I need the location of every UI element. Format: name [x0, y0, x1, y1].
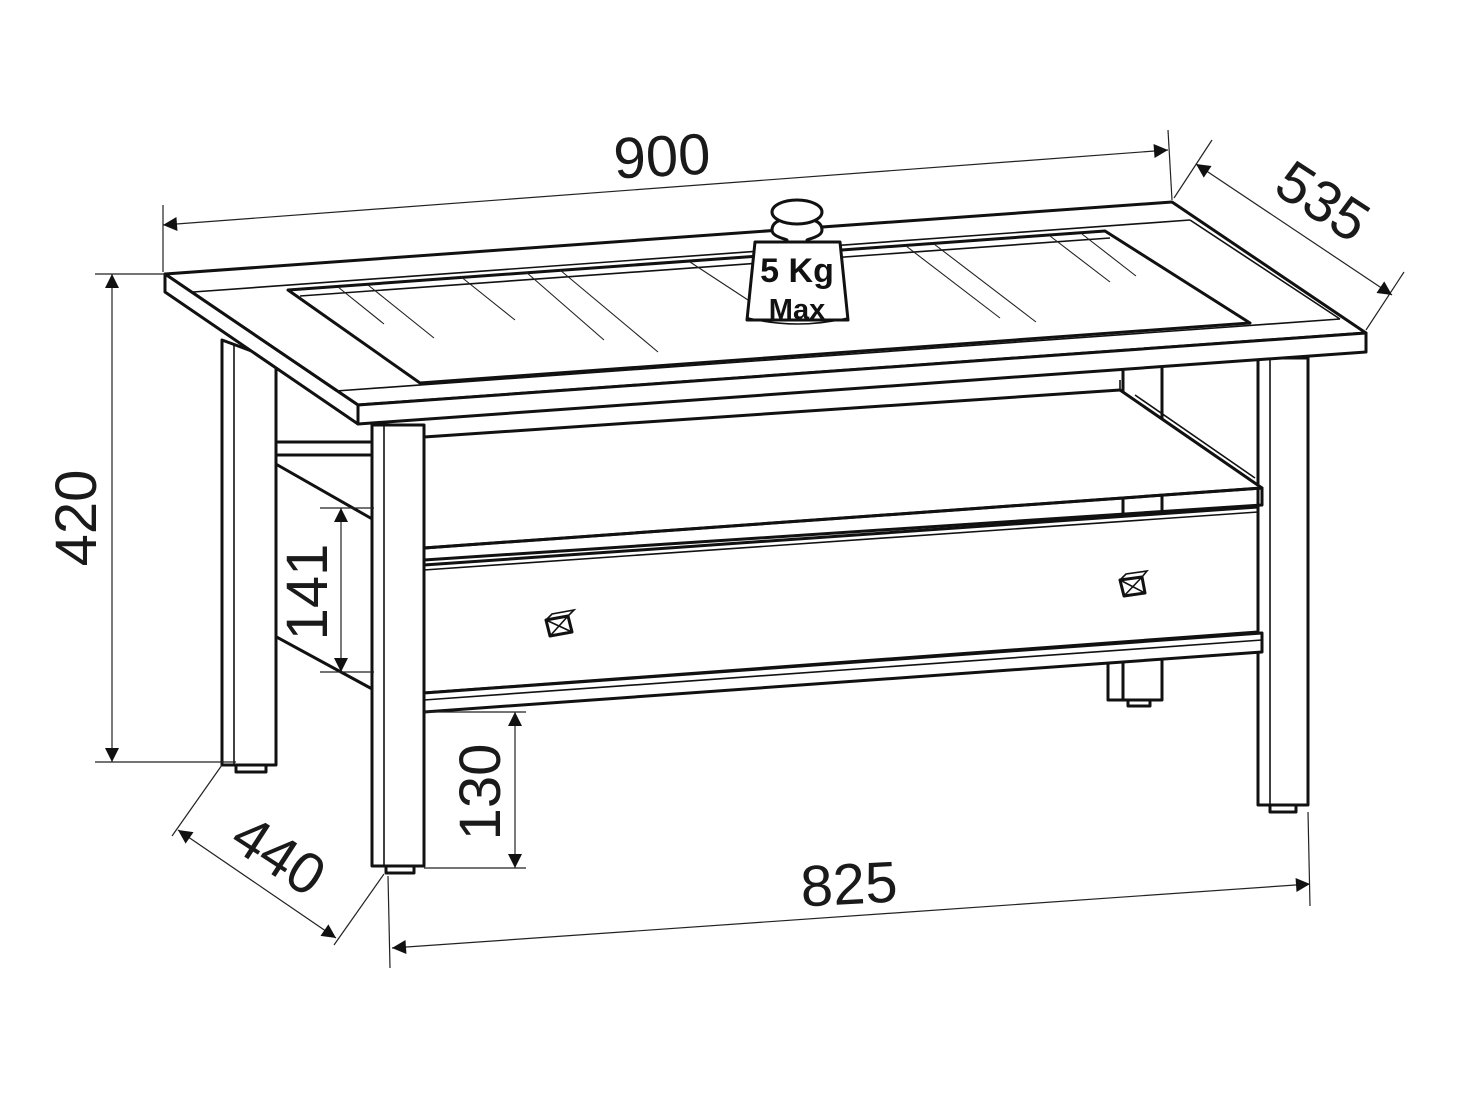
dim-420-label: 420: [44, 470, 109, 567]
glass-reflections: [337, 233, 1137, 353]
dim-141-label: 141: [275, 544, 340, 641]
dimension-height: 420: [44, 273, 236, 763]
dimension-floor-clearance: 130: [424, 711, 526, 869]
coffee-table: 5 Kg Max: [163, 198, 1368, 875]
drawer-knob-left: [544, 608, 577, 638]
dim-825-label: 825: [799, 850, 899, 920]
front-corner-leg: [370, 423, 426, 868]
dimension-leg-width: 825: [387, 811, 1311, 969]
dimension-drawer-height: 141: [275, 507, 374, 673]
drawer-knob-right: [1118, 569, 1149, 598]
dim-900-label: 900: [612, 122, 712, 192]
dimension-leg-depth: 440: [171, 764, 385, 946]
weight-label-line1: 5 Kg: [760, 252, 834, 290]
dim-130-label: 130: [448, 744, 513, 841]
dim-440-label: 440: [220, 802, 337, 909]
weight-label-line2: Max: [769, 294, 825, 326]
dimension-width-top: 900: [162, 122, 1173, 272]
right-front-leg: [1256, 356, 1310, 807]
left-front-leg: [220, 338, 278, 767]
bottom-shelf-front: [422, 631, 1264, 714]
dim-535-label: 535: [1264, 148, 1381, 255]
